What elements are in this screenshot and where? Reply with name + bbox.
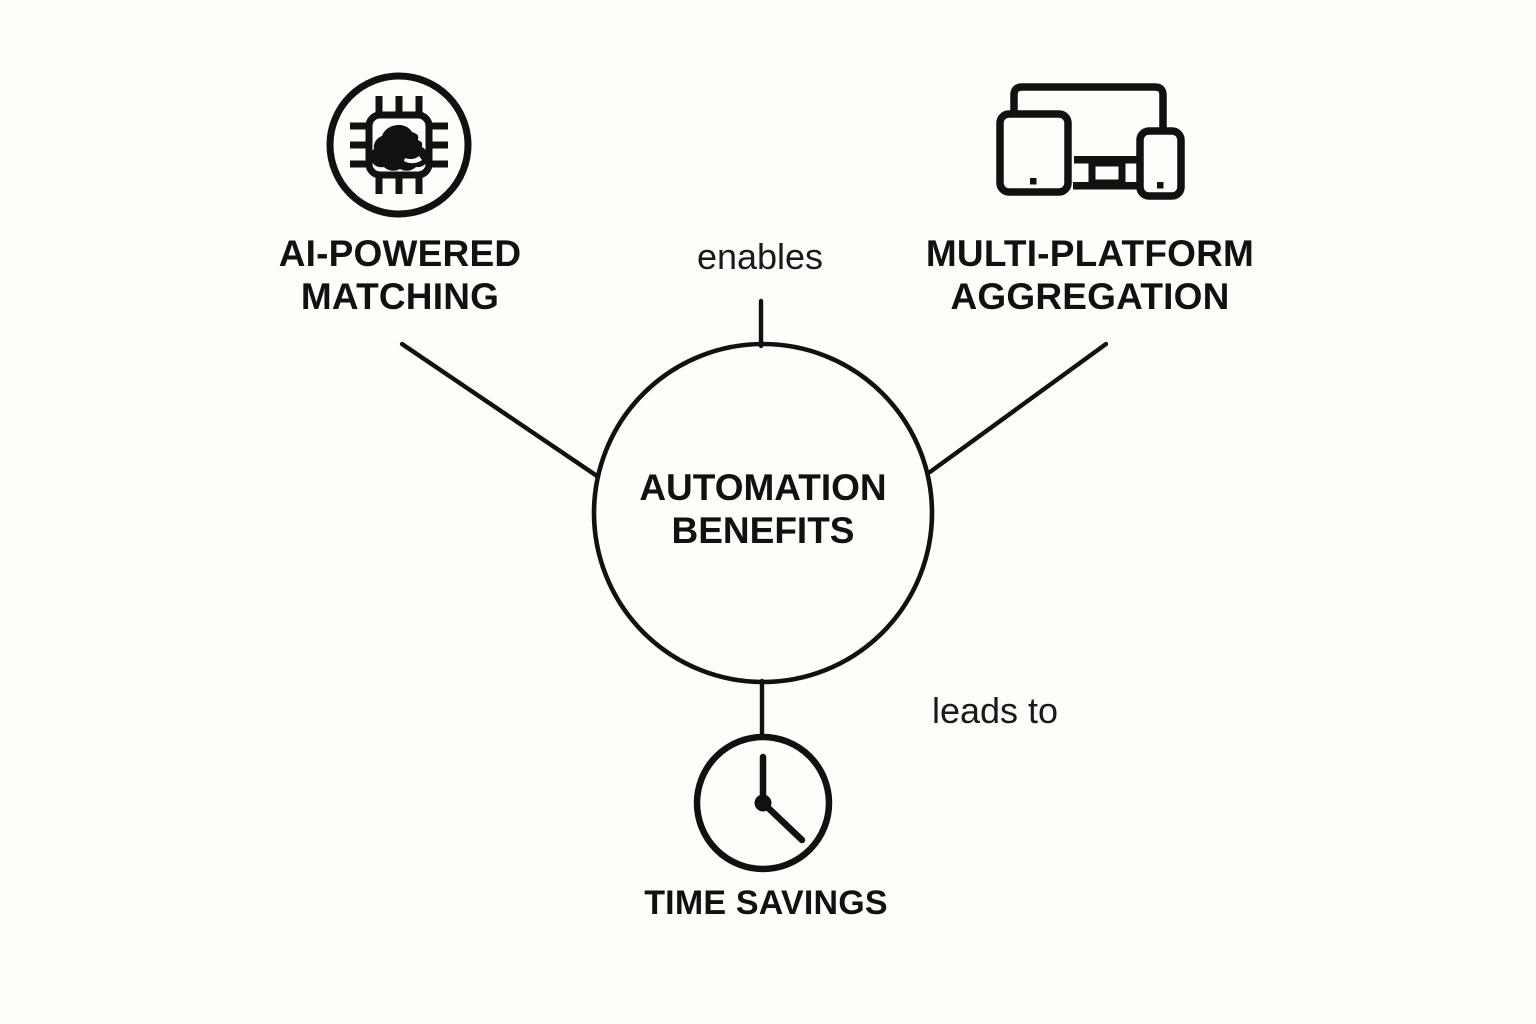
phone-home-dot <box>1157 182 1164 189</box>
brain-highlight <box>414 130 424 143</box>
clock-center-pin <box>754 794 772 812</box>
ai-icon-outer-circle <box>326 72 472 218</box>
edge-platform-to-center <box>927 341 1109 475</box>
clock-minute-hand <box>759 799 806 844</box>
tablet-home-dot <box>1030 178 1037 185</box>
edge-label-leads-to: leads to <box>931 690 1059 731</box>
clock-icon <box>693 733 833 873</box>
node-label-ai-powered-matching[interactable]: AI-POWERED MATCHING <box>278 233 522 318</box>
clock-face <box>693 733 833 873</box>
node-label-multi-platform-aggregation[interactable]: MULTI-PLATFORM AGGREGATION <box>925 233 1255 318</box>
monitor-stand-neck <box>1088 159 1126 187</box>
tablet-body <box>996 110 1072 196</box>
edge-ai-to-center <box>399 341 600 479</box>
monitor-frame <box>1010 83 1167 188</box>
brain-highlight-2 <box>404 156 422 164</box>
multi-device-icon <box>996 83 1185 200</box>
ai-chip-icon <box>326 72 472 218</box>
edge-group <box>399 298 1109 738</box>
center-node-circle[interactable] <box>591 341 935 685</box>
phone-body <box>1136 127 1185 200</box>
edge-label-enables: enables <box>696 236 824 277</box>
monitor-stand-base <box>1073 182 1151 190</box>
node-label-time-savings[interactable]: TIME SAVINGS <box>644 884 888 922</box>
center-node-label[interactable]: AUTOMATION BENEFITS <box>639 467 887 552</box>
